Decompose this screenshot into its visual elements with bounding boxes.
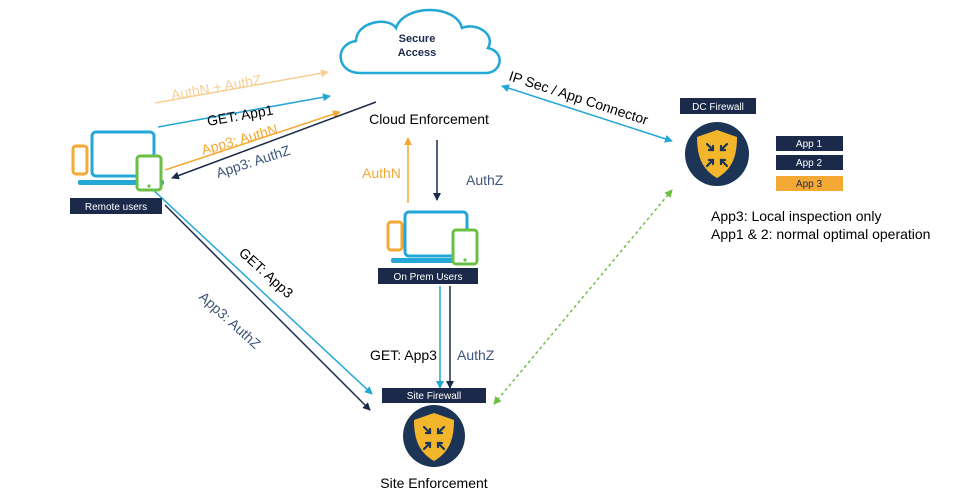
site-firewall-label-box — [382, 388, 486, 403]
arrow-authn-authz — [154, 69, 329, 104]
cloud-label-line1: Secure — [399, 33, 436, 45]
remote-users-devices-icon — [71, 130, 164, 192]
app-1-box — [776, 136, 843, 151]
arrow-get-app1 — [157, 93, 331, 128]
arrow-app3-authz-diag — [164, 204, 371, 411]
site-enforcement-label: Site Enforcement — [380, 475, 487, 491]
secure-access-cloud-icon — [339, 8, 501, 75]
arrow-ipsec-app-connector — [501, 84, 673, 143]
site-firewall-shield-icon — [403, 405, 465, 467]
flow-get-app3-bottom-label: GET: App3 — [370, 347, 437, 363]
remote-users-label-box — [70, 198, 162, 214]
dc-firewall-label-box — [680, 98, 756, 114]
cloud-enforcement-label: Cloud Enforcement — [369, 111, 489, 127]
flow-app3-authz-diag-label: App3: AuthZ — [196, 288, 264, 352]
app-3-label: App 3 — [796, 179, 823, 190]
dc-firewall-shield-icon — [685, 122, 749, 186]
app-3-box — [776, 176, 843, 191]
arrow-dc-site-link — [493, 189, 673, 405]
app-2-label: App 2 — [796, 158, 823, 169]
dc-firewall-label: DC Firewall — [692, 102, 744, 113]
note-local-inspection: App3: Local inspection only — [711, 208, 881, 224]
app-1-label: App 1 — [796, 139, 823, 150]
note-normal-operation: App1 & 2: normal optimal operation — [711, 226, 930, 242]
on-prem-users-label: On Prem Users — [394, 272, 463, 283]
arrow-get-app3-diag — [149, 186, 373, 395]
remote-users-label: Remote users — [85, 202, 147, 213]
arrow-app3-authz — [171, 101, 377, 180]
site-firewall-label: Site Firewall — [407, 391, 461, 402]
app-2-box — [776, 155, 843, 170]
flow-authz-mid-label: AuthZ — [466, 172, 504, 188]
flow-get-app3-diag-label: GET: App3 — [236, 244, 297, 301]
on-prem-users-devices-icon — [386, 210, 479, 266]
flow-authz-bottom-label: AuthZ — [457, 347, 495, 363]
arrow-app3-authn — [164, 110, 341, 171]
flow-authn-mid-label: AuthN — [362, 165, 401, 181]
flow-ipsec-label: IP Sec / App Connector — [507, 68, 650, 128]
cloud-label-line2: Access — [398, 47, 437, 59]
on-prem-users-label-box — [378, 268, 478, 284]
flow-authn-authz-label: AuthN + AuthZ — [170, 71, 263, 103]
